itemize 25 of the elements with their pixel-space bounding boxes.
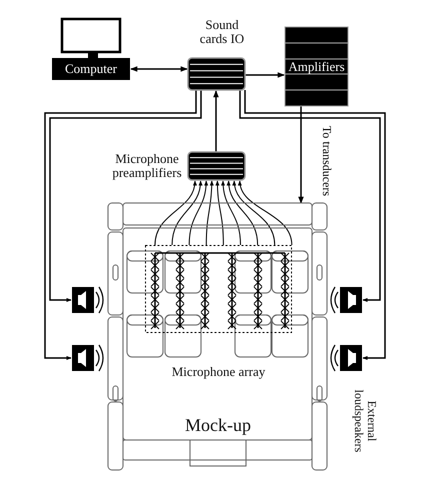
device-label: Microphone preamplifiers <box>111 152 183 180</box>
device-label: Sound cards IO <box>198 18 246 46</box>
arrow <box>213 90 219 152</box>
array-label: Microphone array <box>170 365 266 379</box>
microphone-cable <box>172 180 202 246</box>
edge-label: To transducers <box>320 124 333 198</box>
speaker-cable <box>244 90 386 360</box>
arrow <box>245 72 285 78</box>
microphone-cable <box>206 180 214 246</box>
speaker-cable <box>44 90 197 360</box>
device-label: Amplifiers <box>287 60 346 74</box>
microphone-cable <box>238 180 292 246</box>
speaker-cable <box>239 90 381 302</box>
mock-up-label: Mock-up <box>184 415 252 435</box>
microphone-cable <box>227 180 258 246</box>
computer-label: Computer <box>64 62 118 76</box>
microphone-cable <box>215 180 224 246</box>
arrow <box>298 106 304 204</box>
microphone-cable <box>188 180 208 246</box>
arrow <box>130 66 188 72</box>
speaker-cable <box>49 90 202 302</box>
speaker-caption: External loudspeakers <box>352 388 378 454</box>
microphone-cable <box>154 180 196 246</box>
microphone-cable <box>221 180 241 246</box>
microphone-cable <box>232 180 276 246</box>
